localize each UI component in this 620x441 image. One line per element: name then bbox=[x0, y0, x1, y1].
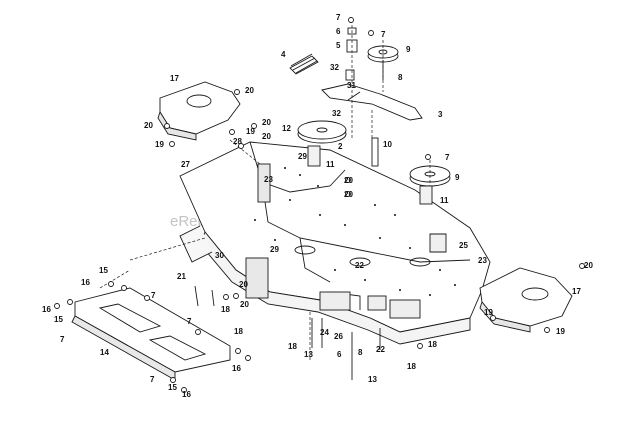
callout-3: 3 bbox=[438, 110, 443, 119]
callout-18: 18 bbox=[221, 305, 230, 314]
bolts bbox=[194, 285, 381, 380]
callout-28: 28 bbox=[233, 137, 242, 146]
callout-7: 7 bbox=[150, 375, 155, 384]
callout-15: 15 bbox=[168, 383, 177, 392]
spring bbox=[289, 53, 319, 75]
callout-24: 24 bbox=[320, 328, 329, 337]
callout-7: 7 bbox=[60, 335, 65, 344]
callout-18: 18 bbox=[428, 340, 437, 349]
callout-32: 32 bbox=[332, 109, 341, 118]
callout-7: 7 bbox=[151, 291, 156, 300]
callout-18: 18 bbox=[288, 342, 297, 351]
washers bbox=[54, 17, 585, 393]
callout-19: 19 bbox=[246, 127, 255, 136]
callout-17: 17 bbox=[572, 287, 581, 296]
callout-13: 13 bbox=[368, 375, 377, 384]
callout-32: 32 bbox=[330, 63, 339, 72]
callout-16: 16 bbox=[42, 305, 51, 314]
callout-17: 17 bbox=[170, 74, 179, 83]
callout-9: 9 bbox=[406, 45, 411, 54]
callout-18: 18 bbox=[407, 362, 416, 371]
callout-25: 25 bbox=[459, 241, 468, 250]
deck-fastener-dots bbox=[254, 167, 456, 296]
callout-19: 19 bbox=[155, 140, 164, 149]
callout-20: 20 bbox=[245, 86, 254, 95]
callout-26: 26 bbox=[334, 332, 343, 341]
callout-6: 6 bbox=[337, 350, 342, 359]
callout-20: 20 bbox=[584, 261, 593, 270]
callout-8: 8 bbox=[358, 348, 363, 357]
callout-5: 5 bbox=[336, 41, 341, 50]
callout-29: 29 bbox=[298, 152, 307, 161]
callout-22: 22 bbox=[355, 261, 364, 270]
callout-16: 16 bbox=[182, 390, 191, 399]
callout-16: 16 bbox=[81, 278, 90, 287]
deck-housing bbox=[179, 141, 491, 345]
callout-19: 19 bbox=[556, 327, 565, 336]
callout-27: 27 bbox=[181, 160, 190, 169]
callout-20: 20 bbox=[262, 118, 271, 127]
left-belt-cover bbox=[157, 81, 241, 141]
callout-30: 30 bbox=[215, 251, 224, 260]
callout-15: 15 bbox=[99, 266, 108, 275]
callout-7: 7 bbox=[445, 153, 450, 162]
callout-23: 23 bbox=[264, 175, 273, 184]
callout-20: 20 bbox=[262, 132, 271, 141]
callout-7: 7 bbox=[187, 317, 192, 326]
callout-19: 19 bbox=[484, 308, 493, 317]
callout-9: 9 bbox=[455, 173, 460, 182]
callout-labels: 7 6 5 7 9 4 32 31 8 17 20 3 32 20 20 12 … bbox=[42, 13, 593, 399]
callout-2: 2 bbox=[338, 142, 343, 151]
idler-arm bbox=[321, 83, 423, 121]
callout-7: 7 bbox=[336, 13, 341, 22]
callout-7: 7 bbox=[381, 30, 386, 39]
callout-20: 20 bbox=[144, 121, 153, 130]
callout-18: 18 bbox=[234, 327, 243, 336]
callout-22: 22 bbox=[376, 345, 385, 354]
callout-16: 16 bbox=[232, 364, 241, 373]
callout-12: 12 bbox=[282, 124, 291, 133]
callout-20: 20 bbox=[344, 176, 353, 185]
right-belt-cover bbox=[479, 267, 573, 333]
callout-6: 6 bbox=[336, 27, 341, 36]
callout-10: 10 bbox=[383, 140, 392, 149]
callout-21: 21 bbox=[177, 272, 186, 281]
callout-31: 31 bbox=[347, 81, 356, 90]
leader-lines bbox=[99, 20, 431, 360]
pulley-center bbox=[297, 120, 347, 167]
callout-8: 8 bbox=[398, 73, 403, 82]
callout-23: 23 bbox=[478, 256, 487, 265]
callout-15: 15 bbox=[54, 315, 63, 324]
callout-20: 20 bbox=[240, 300, 249, 309]
callout-4: 4 bbox=[281, 50, 286, 59]
callout-11: 11 bbox=[326, 160, 335, 169]
callout-14: 14 bbox=[100, 348, 109, 357]
front-bracket bbox=[71, 287, 231, 381]
callout-20: 20 bbox=[239, 280, 248, 289]
callout-11: 11 bbox=[440, 196, 449, 205]
callout-29: 29 bbox=[270, 245, 279, 254]
pulley-right bbox=[409, 165, 451, 205]
callout-20: 20 bbox=[344, 190, 353, 199]
callout-13: 13 bbox=[304, 350, 313, 359]
